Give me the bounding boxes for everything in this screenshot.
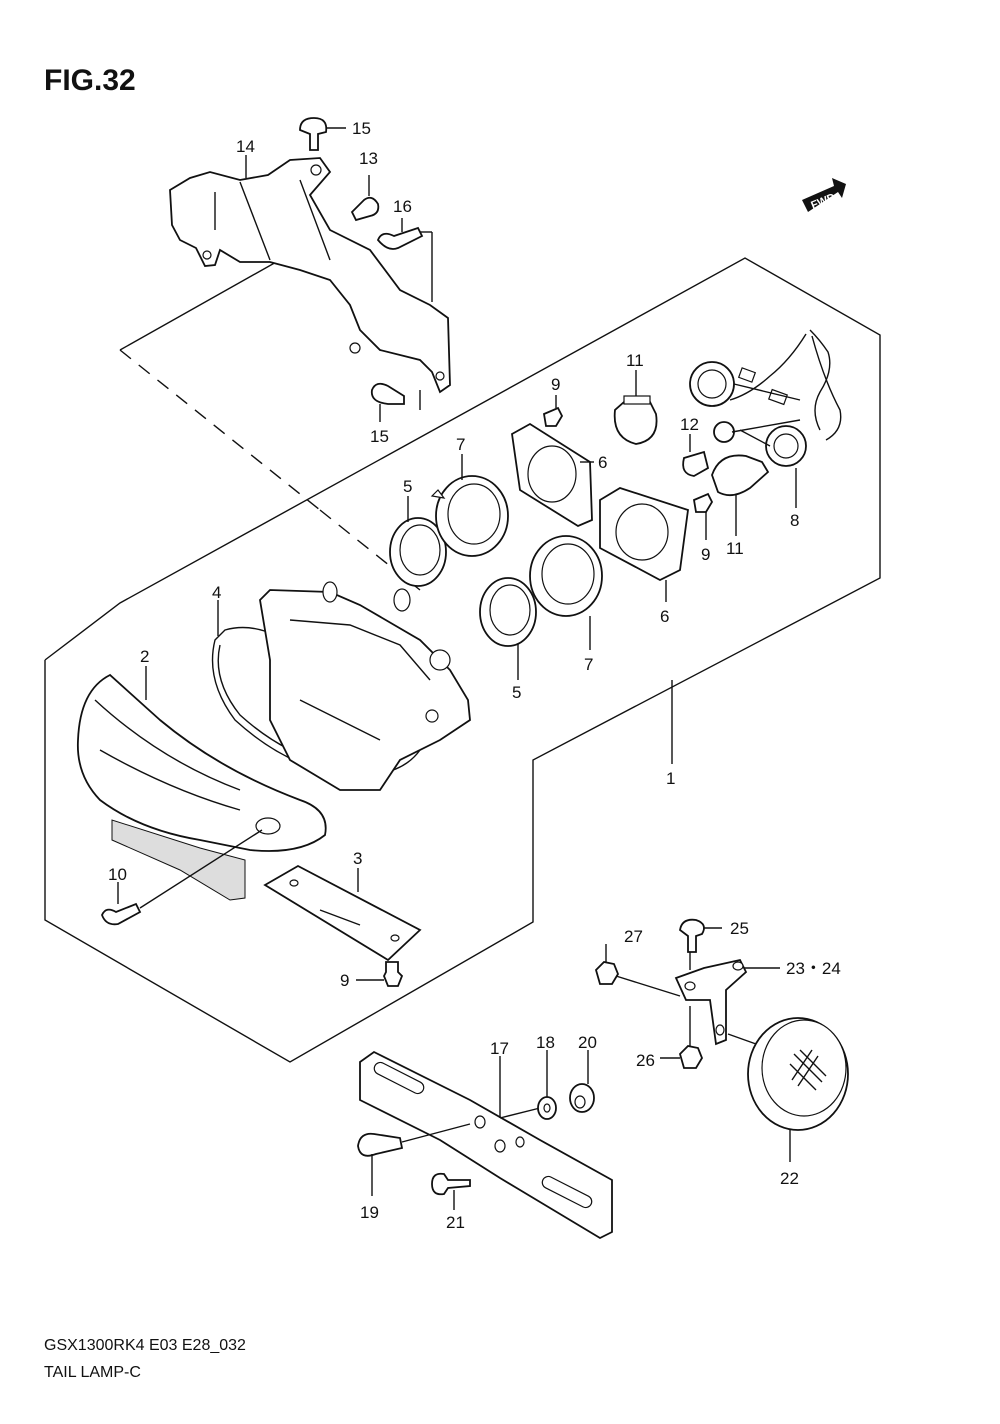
callout-20: 20 bbox=[578, 1033, 597, 1052]
callout-15-bottom: 15 bbox=[370, 427, 389, 446]
bolt-part-21-icon bbox=[431, 1172, 471, 1210]
bulb-11-upper-icon bbox=[613, 370, 658, 445]
assembly-outline bbox=[44, 257, 881, 1063]
lamp-housing bbox=[259, 581, 471, 791]
callout-19: 19 bbox=[360, 1203, 379, 1222]
leader-lines bbox=[145, 155, 673, 981]
screw-9-upper-icon bbox=[542, 395, 564, 427]
callout-6-lower: 6 bbox=[660, 607, 669, 626]
screw-16-icon bbox=[376, 218, 433, 302]
callout-3: 3 bbox=[353, 849, 362, 868]
callout-13: 13 bbox=[359, 149, 378, 168]
mount-dashed-line-left bbox=[119, 349, 321, 511]
nut-part-26-icon bbox=[660, 1006, 704, 1069]
socket-part-7-lower bbox=[529, 535, 603, 617]
callout-17: 17 bbox=[490, 1039, 509, 1058]
callout-6-upper: 6 bbox=[598, 453, 607, 472]
callout-9-mid: 9 bbox=[701, 545, 710, 564]
callout-9-upper: 9 bbox=[551, 375, 560, 394]
callout-labels: 1 2 3 4 5 5 6 6 7 7 8 9 9 9 10 11 11 12 … bbox=[108, 119, 841, 1232]
wiring-harness-part-8 bbox=[689, 329, 842, 508]
bulb-12-icon bbox=[682, 434, 710, 477]
screw-15-bottom-icon bbox=[370, 382, 421, 422]
callout-15-top: 15 bbox=[352, 119, 371, 138]
ring-part-5-lower bbox=[479, 577, 537, 647]
callout-27: 27 bbox=[624, 927, 643, 946]
fwd-label: FWD bbox=[809, 191, 837, 212]
callout-4: 4 bbox=[212, 583, 221, 602]
lens-part-2 bbox=[76, 673, 327, 901]
screw-25-icon bbox=[679, 918, 722, 970]
callout-21: 21 bbox=[446, 1213, 465, 1232]
callout-5-lower: 5 bbox=[512, 683, 521, 702]
callout-25: 25 bbox=[730, 919, 749, 938]
callout-22: 22 bbox=[780, 1169, 799, 1188]
callout-26: 26 bbox=[636, 1051, 655, 1070]
bulb-11-lower-icon bbox=[711, 454, 770, 536]
screw-15-top-icon bbox=[299, 117, 346, 151]
screw-13-icon bbox=[350, 175, 380, 222]
callout-2: 2 bbox=[140, 647, 149, 666]
callout-11-lower: 11 bbox=[726, 539, 744, 558]
figure-title: FIG.32 bbox=[44, 64, 136, 97]
license-bracket-part-17 bbox=[359, 1050, 613, 1240]
callout-11-upper: 11 bbox=[626, 351, 644, 370]
callout-7-upper: 7 bbox=[456, 435, 465, 454]
nut-part-20 bbox=[569, 1050, 595, 1113]
callout-23-24: 23・24 bbox=[786, 959, 841, 978]
callout-16: 16 bbox=[393, 197, 412, 216]
screw-10-icon bbox=[101, 829, 263, 926]
socket-part-7-upper bbox=[430, 475, 509, 557]
ring-part-5-upper bbox=[389, 517, 447, 587]
screw-19-icon bbox=[357, 1123, 471, 1196]
washer-part-18 bbox=[537, 1050, 557, 1120]
fwd-arrow-icon: FWD bbox=[802, 178, 846, 212]
callout-9-bottom: 9 bbox=[340, 971, 349, 990]
callout-1: 1 bbox=[666, 769, 675, 788]
callout-12: 12 bbox=[680, 415, 699, 434]
screw-9-mid-icon bbox=[692, 492, 714, 540]
callout-14: 14 bbox=[236, 137, 255, 156]
model-code: GSX1300RK4 E03 E28_032 bbox=[44, 1337, 246, 1354]
nut-part-27-icon bbox=[594, 944, 681, 997]
bracket-part-14 bbox=[169, 157, 451, 394]
callout-10: 10 bbox=[108, 865, 127, 884]
license-lens-part-3 bbox=[263, 864, 422, 962]
callout-5-upper: 5 bbox=[403, 477, 412, 496]
screw-9-bottom-icon bbox=[383, 961, 404, 987]
callout-8: 8 bbox=[790, 511, 799, 530]
gasket-part-6-upper bbox=[511, 422, 593, 528]
reflector-part-22 bbox=[727, 1017, 849, 1162]
reflector-bracket-part-23-24 bbox=[674, 958, 780, 1046]
callout-7-lower: 7 bbox=[584, 655, 593, 674]
gasket-part-6-lower bbox=[599, 487, 689, 582]
section-name: TAIL LAMP-C bbox=[44, 1364, 141, 1381]
callout-18: 18 bbox=[536, 1033, 555, 1052]
